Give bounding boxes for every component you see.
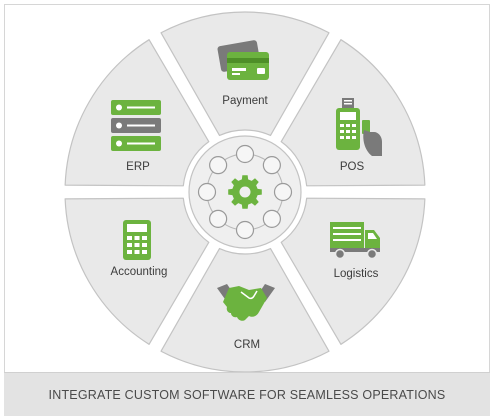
- integration-wheel: [64, 11, 426, 372]
- credit-card-icon: [217, 40, 269, 80]
- ring-node: [209, 156, 228, 175]
- segment-logistics: [280, 197, 426, 345]
- calculator-icon: [123, 220, 151, 260]
- ring-node: [235, 220, 255, 240]
- delivery-truck-icon: [330, 222, 380, 260]
- segment-label-logistics: Logistics: [333, 268, 379, 280]
- segment-label-erp: ERP: [126, 161, 150, 173]
- pos-terminal-icon: [336, 98, 382, 156]
- segment-label-crm: CRM: [233, 339, 261, 351]
- ring-node: [262, 156, 281, 175]
- ring-node: [209, 209, 228, 228]
- ring-node: [197, 182, 217, 202]
- footer-caption: INTEGRATE CUSTOM SOFTWARE FOR SEAMLESS O…: [4, 372, 490, 416]
- ring-node: [273, 182, 293, 202]
- segment-accounting: [64, 197, 210, 345]
- server-stack-icon: [111, 100, 161, 151]
- gear-icon: [228, 175, 262, 209]
- ring-node: [235, 144, 255, 164]
- node-ring: [197, 144, 293, 240]
- handshake-icon: [217, 284, 275, 321]
- ring-node: [262, 209, 281, 228]
- segment-label-pos: POS: [339, 161, 365, 173]
- footer-text: INTEGRATE CUSTOM SOFTWARE FOR SEAMLESS O…: [48, 387, 446, 402]
- segment-label-accounting: Accounting: [110, 266, 168, 278]
- segment-label-payment: Payment: [222, 95, 268, 107]
